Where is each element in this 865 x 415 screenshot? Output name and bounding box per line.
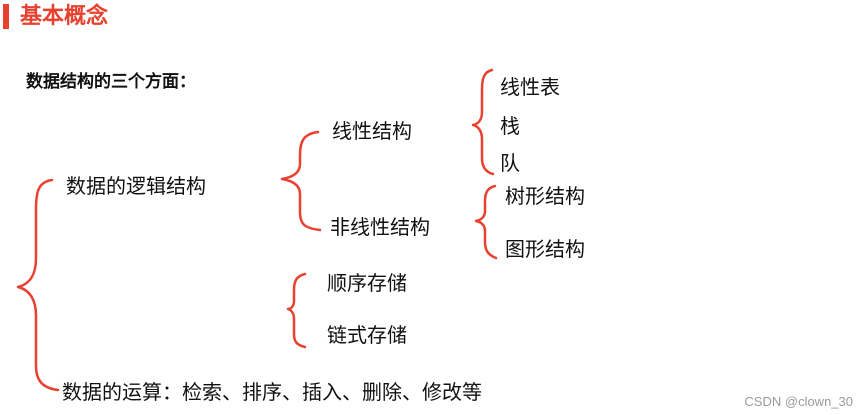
storage-item-linked: 链式存储: [327, 323, 407, 347]
linear-brace: [471, 68, 495, 176]
linear-item-queue: 队: [500, 151, 520, 175]
nonlinear-brace: [474, 184, 498, 260]
linear-item-list: 线性表: [500, 75, 560, 99]
storage-brace: [286, 272, 307, 349]
title-accent-bar: [3, 4, 9, 29]
operations-label: 数据的运算：检索、排序、插入、删除、修改等: [62, 380, 482, 404]
nonlinear-item-graph: 图形结构: [505, 237, 585, 261]
main-brace: [16, 178, 60, 392]
watermark: CSDN @clown_30: [744, 394, 853, 409]
nonlinear-structure-label: 非线性结构: [330, 215, 430, 239]
logical-structure-label: 数据的逻辑结构: [66, 174, 206, 198]
intro-text: 数据结构的三个方面：: [26, 72, 196, 92]
logical-brace: [280, 130, 322, 232]
page-title: 基本概念: [20, 4, 109, 29]
linear-structure-label: 线性结构: [332, 119, 412, 143]
nonlinear-item-tree: 树形结构: [505, 184, 585, 208]
storage-item-sequential: 顺序存储: [327, 271, 407, 295]
linear-item-stack: 栈: [500, 114, 520, 138]
